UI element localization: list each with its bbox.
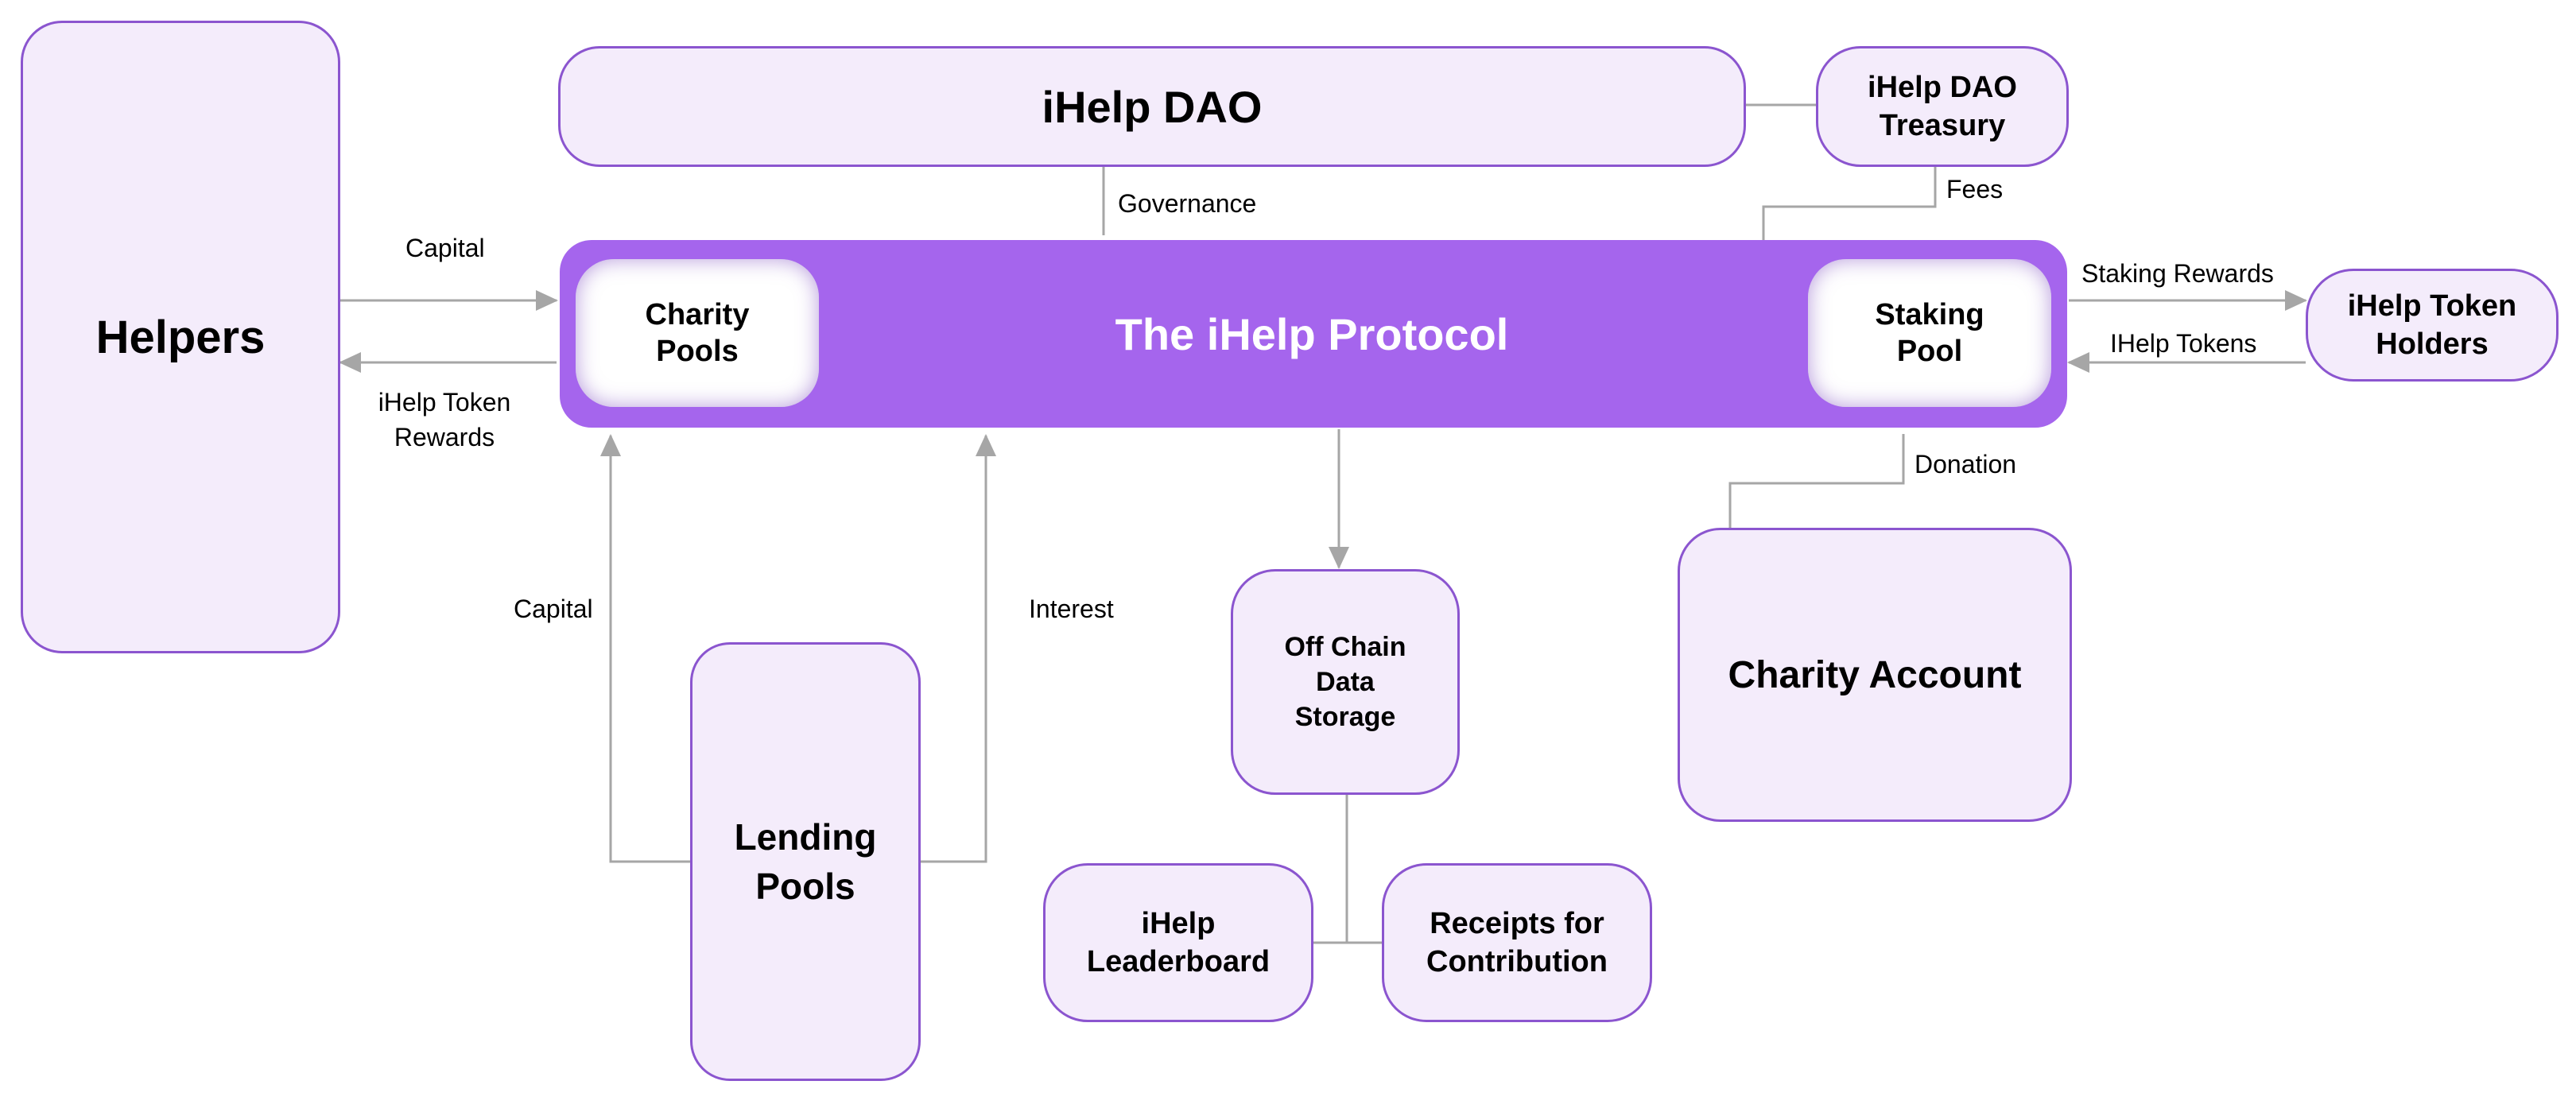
ihelp-tokens-label: IHelp Tokens — [2110, 329, 2257, 358]
lending-interest-line — [921, 434, 996, 863]
staking-rewards-label: Staking Rewards — [2081, 259, 2274, 288]
treasury-node: iHelp DAO Treasury — [1816, 46, 2069, 167]
interest-label: Interest — [1029, 595, 1114, 623]
token-holders-node: iHelp Token Holders — [2306, 269, 2559, 382]
fees-label: Fees — [1946, 175, 2004, 203]
staking-pool-label: Staking Pool — [1875, 298, 1984, 368]
lending-pools-node: Lending Pools — [690, 642, 921, 1081]
donation-line — [1728, 434, 1905, 528]
charity-account-label: Charity Account — [1728, 653, 2022, 696]
fees-line — [1762, 167, 1937, 242]
charity-pools-label: Charity Pools — [645, 298, 750, 368]
treasury-label: iHelp DAO Treasury — [1868, 71, 2017, 142]
helpers-node: Helpers — [21, 21, 340, 653]
receipts-label: Receipts for Contribution — [1426, 907, 1608, 978]
capital-top-label: Capital — [405, 234, 485, 262]
receipts-node: Receipts for Contribution — [1382, 863, 1652, 1022]
dao-node: iHelp DAO — [558, 46, 1746, 167]
staking-pool-node: Staking Pool — [1808, 259, 2051, 407]
charity-pools-node: Charity Pools — [576, 259, 819, 407]
helpers-label: Helpers — [95, 311, 266, 363]
charity-account-node: Charity Account — [1678, 528, 2072, 822]
leaderboard-node: iHelp Leaderboard — [1043, 863, 1313, 1022]
governance-label: Governance — [1118, 189, 1257, 218]
donation-label: Donation — [1915, 450, 2017, 478]
lending-capital-line — [600, 434, 690, 863]
lending-pools-label: Lending Pools — [734, 816, 877, 907]
capital-left-label: Capital — [514, 595, 593, 623]
off-chain-label: Off Chain Data Storage — [1284, 632, 1406, 732]
token-holders-label: iHelp Token Holders — [2347, 289, 2517, 361]
protocol-title: The iHelp Protocol — [1115, 308, 1509, 359]
leaderboard-label: iHelp Leaderboard — [1086, 907, 1271, 978]
token-rewards-label: iHelp Token Rewards — [378, 388, 511, 451]
off-chain-node: Off Chain Data Storage — [1231, 569, 1460, 795]
dao-label: iHelp DAO — [1042, 81, 1263, 132]
